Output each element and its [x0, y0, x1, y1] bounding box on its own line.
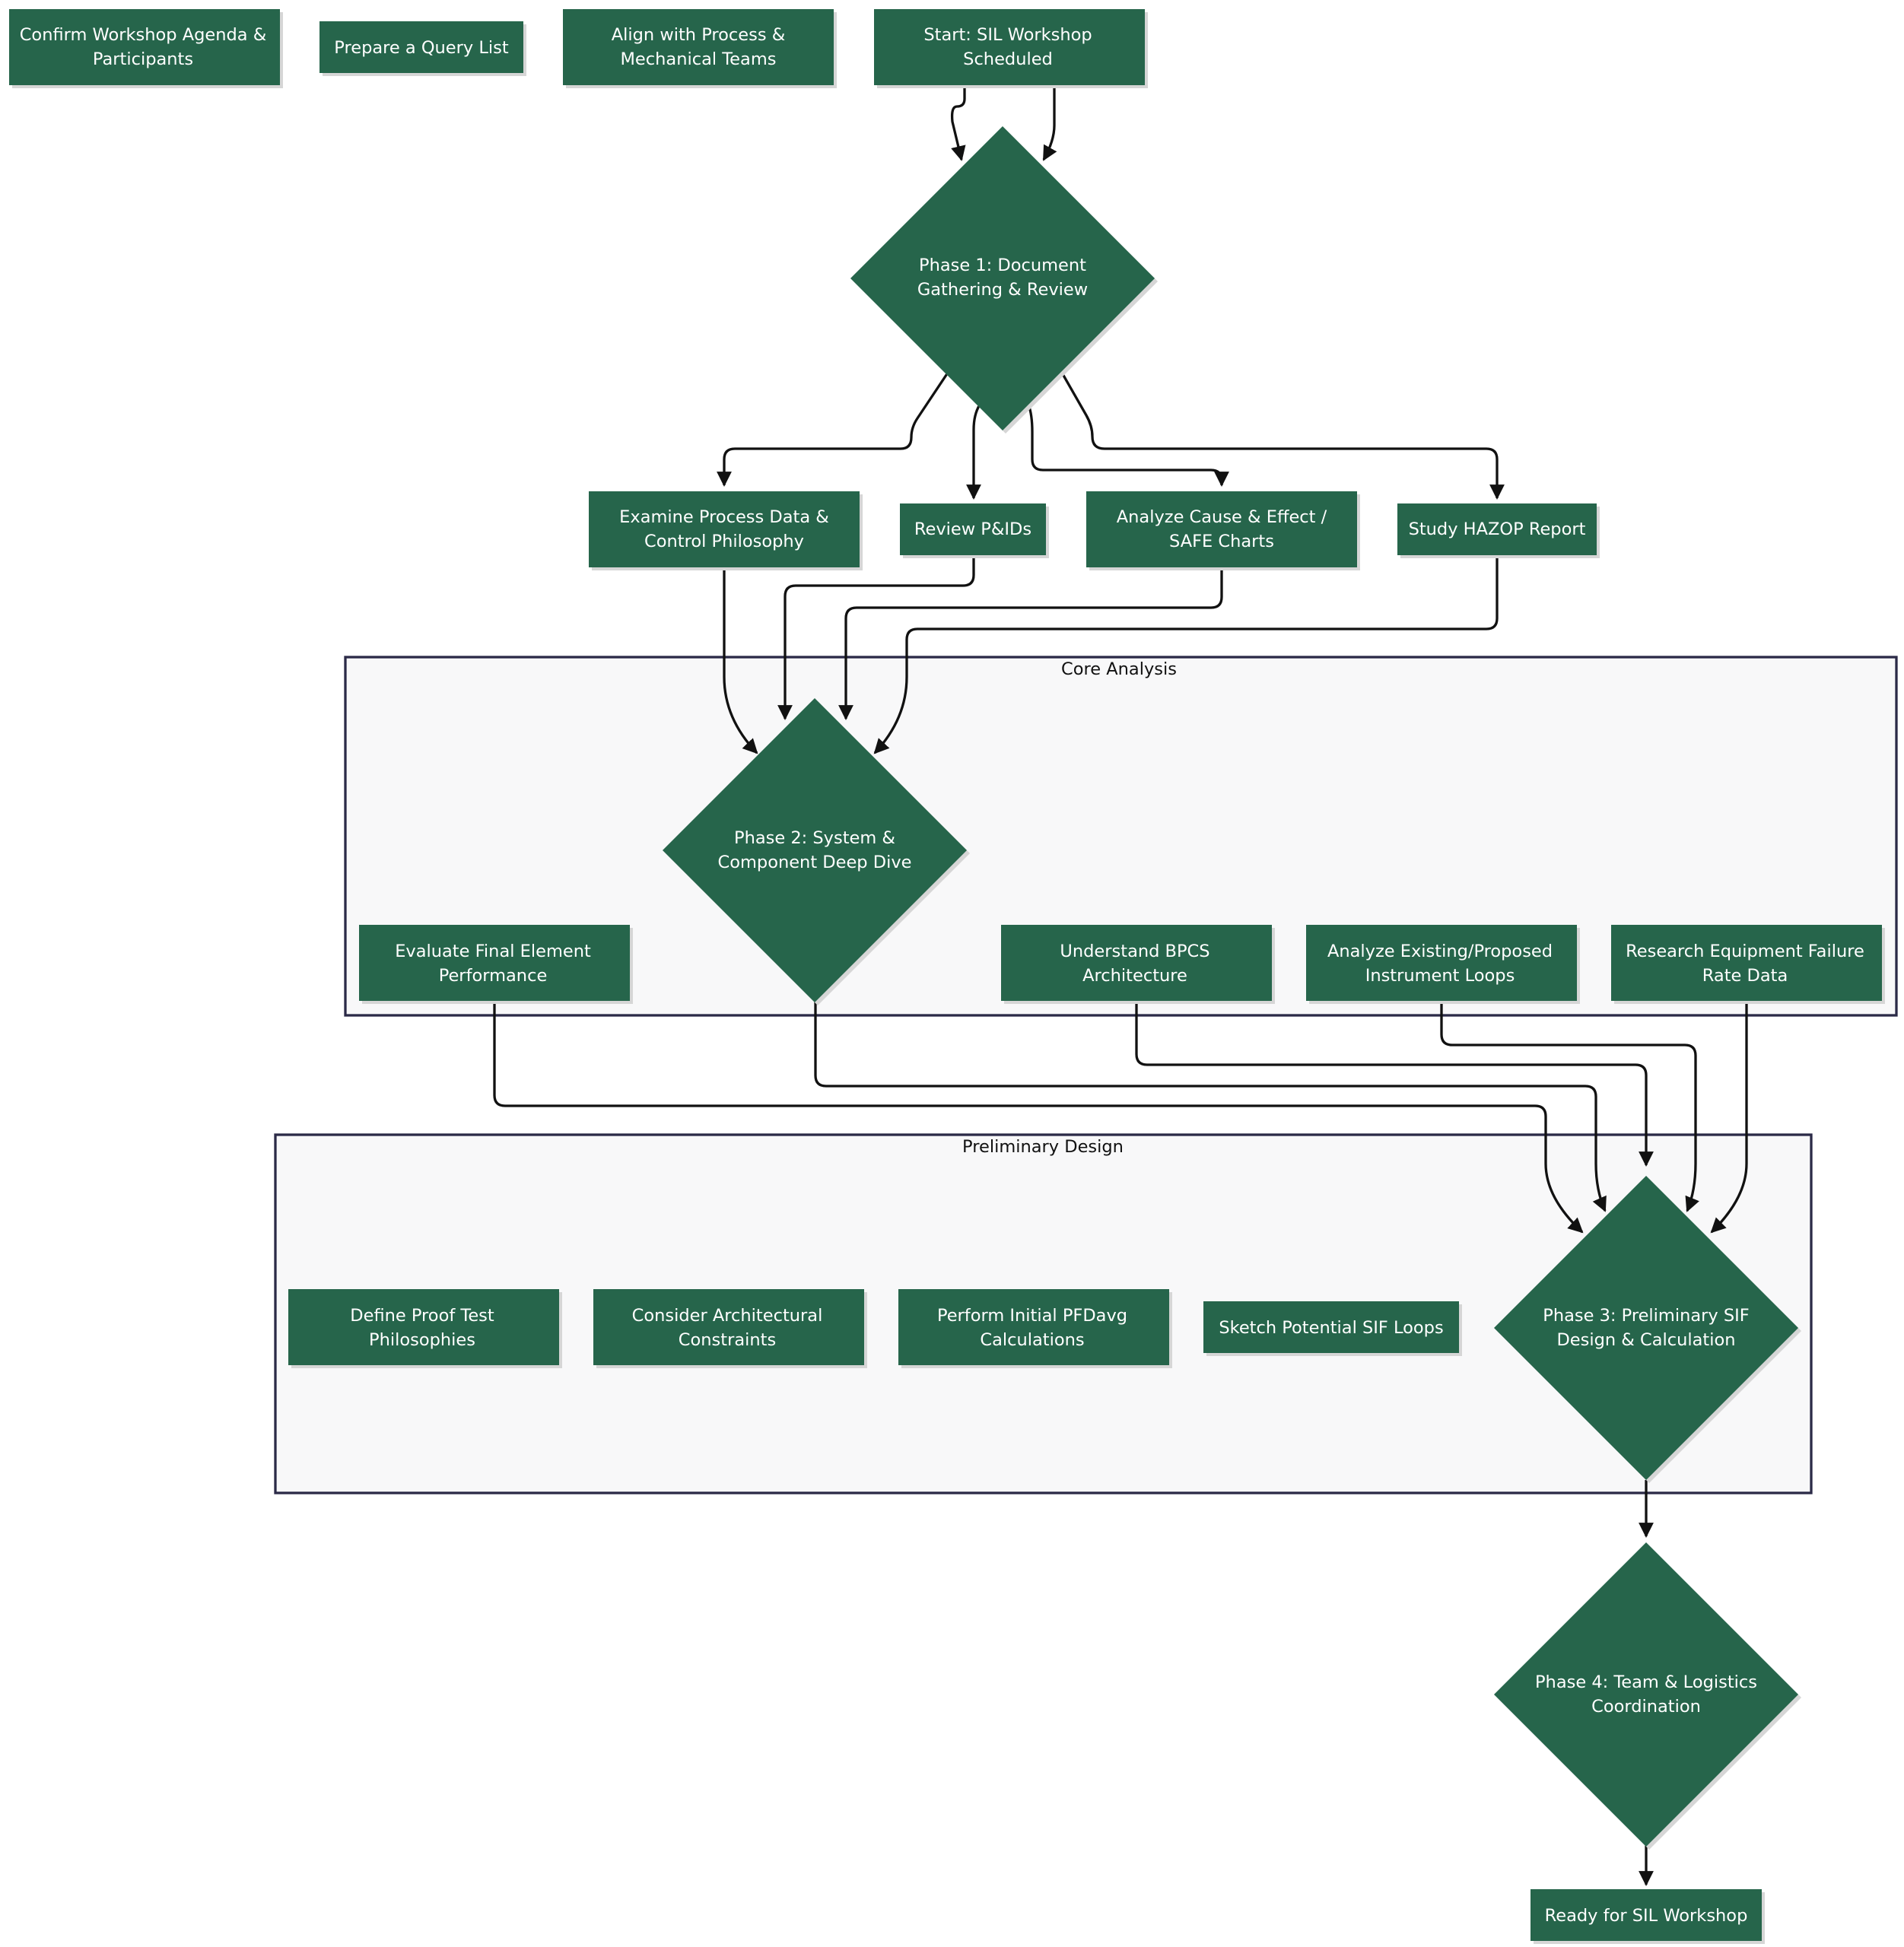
- node-hazop: Study HAZOP Report: [1397, 503, 1600, 558]
- edge-start-phase1-b: [1042, 85, 1057, 161]
- node-label: Philosophies: [369, 1330, 475, 1350]
- cluster-title: Preliminary Design: [962, 1137, 1124, 1157]
- node-label: Start: SIL Workshop: [923, 25, 1092, 45]
- node-label: Examine Process Data &: [619, 507, 829, 527]
- edge-cause-effect-phase2: [838, 567, 1223, 720]
- node-label: Review P&IDs: [914, 519, 1031, 539]
- edge-process-data-phase2: [723, 567, 758, 754]
- node-label: Understand BPCS: [1060, 942, 1209, 961]
- node-confirm-agenda: Confirm Workshop Agenda & Participants: [9, 9, 283, 88]
- node-label: Ready for SIL Workshop: [1545, 1906, 1748, 1926]
- node-label: Performance: [439, 966, 548, 986]
- edge-phase2-phase3: [814, 1001, 1607, 1212]
- node-label: Design & Calculation: [1556, 1330, 1735, 1350]
- node-label: Component Deep Dive: [718, 853, 912, 872]
- node-label: Phase 4: Team & Logistics: [1535, 1672, 1757, 1692]
- node-label: Architecture: [1082, 966, 1187, 986]
- node-sketch-sif: Sketch Potential SIF Loops: [1203, 1301, 1462, 1356]
- node-arch-constraints: Consider Architectural Constraints: [593, 1289, 867, 1368]
- node-label: SAFE Charts: [1169, 532, 1274, 551]
- node-failure-rate: Research Equipment Failure Rate Data: [1611, 925, 1885, 1004]
- node-label: Rate Data: [1702, 966, 1788, 986]
- node-label: Define Proof Test: [350, 1306, 494, 1326]
- node-process-data: Examine Process Data & Control Philosoph…: [589, 491, 863, 570]
- edges: [493, 85, 1748, 1886]
- edge-review-pids-phase2: [777, 555, 975, 720]
- node-label: Participants: [93, 49, 193, 69]
- node-label: Perform Initial PFDavg: [937, 1306, 1127, 1326]
- node-phase1: Phase 1: Document Gathering & Review: [850, 126, 1158, 434]
- edge-start-phase1-a: [950, 85, 966, 161]
- node-label: Align with Process &: [612, 25, 786, 45]
- node-label: Scheduled: [963, 49, 1053, 69]
- node-label: Evaluate Final Element: [395, 942, 591, 961]
- node-label: Phase 2: System &: [734, 828, 895, 848]
- node-label: Phase 3: Preliminary SIF: [1543, 1306, 1749, 1326]
- cluster-title: Core Analysis: [1061, 659, 1177, 679]
- node-pfdavg: Perform Initial PFDavg Calculations: [898, 1289, 1172, 1368]
- node-phase4: Phase 4: Team & Logistics Coordination: [1494, 1542, 1801, 1850]
- node-label: Coordination: [1591, 1697, 1701, 1717]
- node-proof-test: Define Proof Test Philosophies: [288, 1289, 562, 1368]
- edge-final-element-phase3: [493, 1001, 1584, 1234]
- node-final-element: Evaluate Final Element Performance: [359, 925, 633, 1004]
- node-label: Gathering & Review: [917, 280, 1088, 300]
- edge-failure-rate-phase3: [1710, 1001, 1748, 1234]
- node-label: Phase 1: Document: [919, 256, 1086, 275]
- edge-instrument-loops-phase3: [1440, 1001, 1699, 1212]
- node-review-pids: Review P&IDs: [900, 503, 1049, 558]
- node-instrument-loops: Analyze Existing/Proposed Instrument Loo…: [1306, 925, 1580, 1004]
- node-label: Confirm Workshop Agenda &: [20, 25, 267, 45]
- node-label: Control Philosophy: [644, 532, 804, 551]
- node-bpcs: Understand BPCS Architecture: [1001, 925, 1275, 1004]
- node-phase2: Phase 2: System & Component Deep Dive: [663, 698, 970, 1005]
- edge-phase1-hazop: [1060, 372, 1505, 500]
- node-align-teams: Align with Process & Mechanical Teams: [563, 9, 837, 88]
- node-label: Research Equipment Failure: [1626, 942, 1864, 961]
- node-cause-effect: Analyze Cause & Effect / SAFE Charts: [1086, 491, 1360, 570]
- edge-hazop-phase2: [873, 555, 1499, 754]
- node-label: Consider Architectural: [632, 1306, 823, 1326]
- edge-phase1-review-pids: [966, 404, 981, 500]
- node-label: Analyze Cause & Effect /: [1117, 507, 1327, 527]
- node-label: Prepare a Query List: [334, 38, 509, 58]
- node-label: Constraints: [679, 1330, 776, 1350]
- edge-bpcs-phase3: [1135, 1001, 1654, 1167]
- edge-phase1-process-data: [717, 372, 949, 487]
- node-ready: Ready for SIL Workshop: [1531, 1889, 1765, 1944]
- node-label: Analyze Existing/Proposed: [1327, 942, 1553, 961]
- node-query-list: Prepare a Query List: [319, 21, 526, 76]
- node-label: Instrument Loops: [1365, 966, 1515, 986]
- node-label: Mechanical Teams: [621, 49, 777, 69]
- edge-phase1-cause-effect: [1027, 404, 1229, 487]
- node-label: Calculations: [980, 1330, 1084, 1350]
- node-phase3: Phase 3: Preliminary SIF Design & Calcul…: [1494, 1176, 1801, 1483]
- node-label: Sketch Potential SIF Loops: [1219, 1318, 1443, 1338]
- node-start: Start: SIL Workshop Scheduled: [874, 9, 1148, 88]
- node-label: Study HAZOP Report: [1409, 519, 1586, 539]
